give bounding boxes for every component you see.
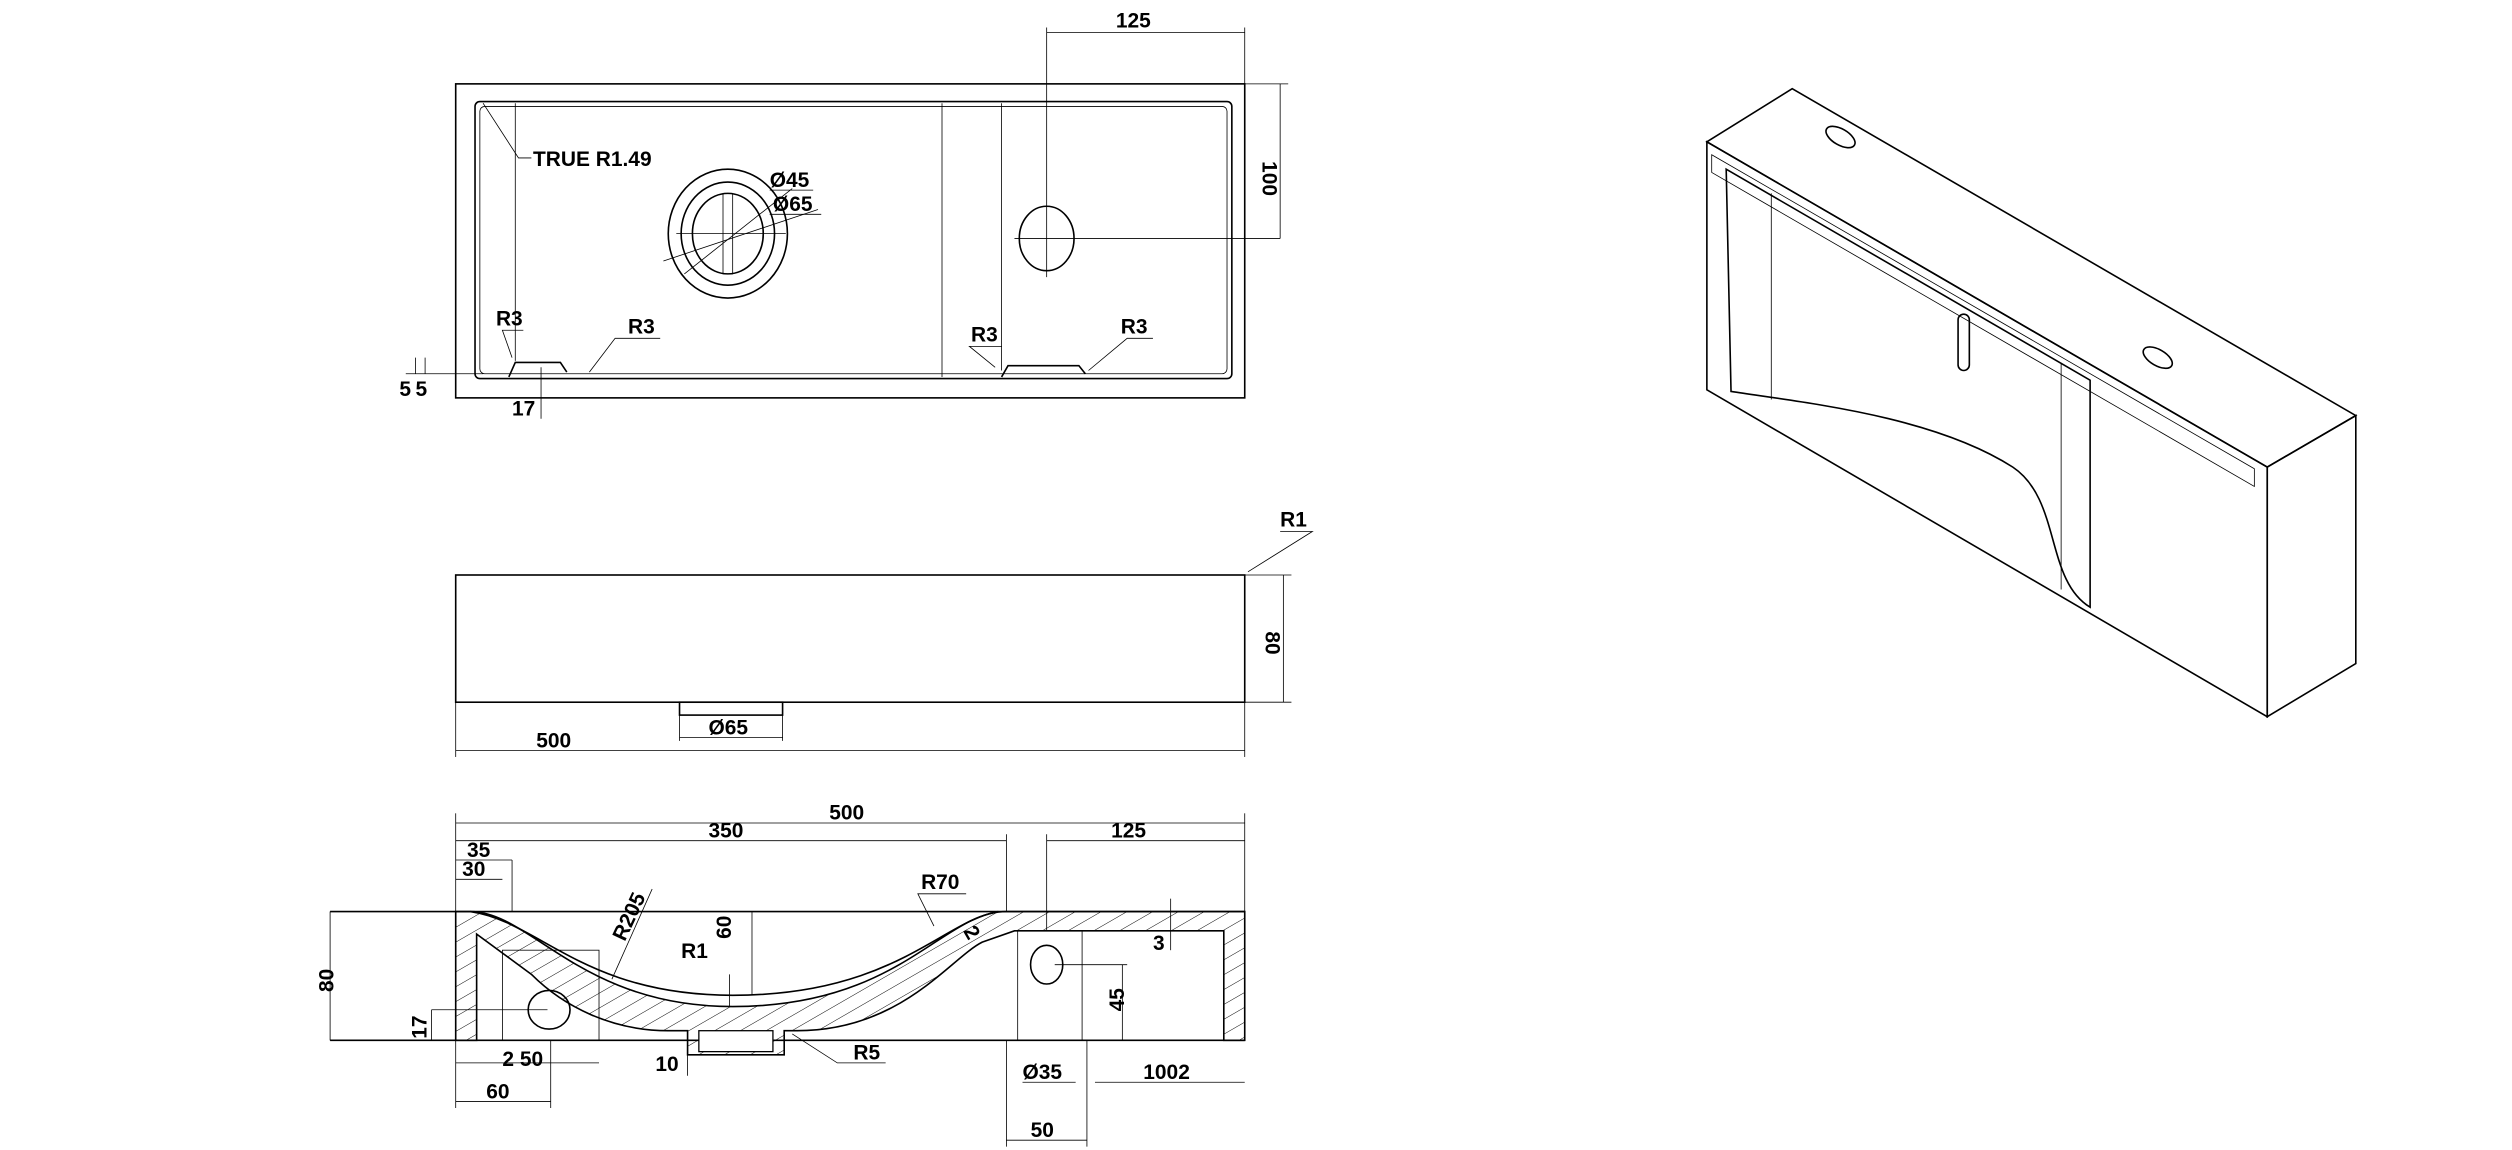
dim-label: 125 [1111, 819, 1146, 842]
radius-label: R3 [1121, 315, 1148, 338]
diameter-label: Ø45 [770, 169, 810, 192]
dim-label: 60 [486, 1080, 509, 1103]
top-view: 125 100 TRUE R1.49 Ø45 Ø65 R3 R3 R3 R3 5… [399, 10, 1289, 421]
dim-label: 500 [536, 729, 571, 752]
dim-label: 100 [1257, 161, 1280, 196]
dim-label: 80 [315, 969, 338, 992]
dim-label: 50 [1031, 1119, 1054, 1142]
radius-label: R1 [681, 940, 708, 963]
faucet-hole [1014, 27, 1281, 278]
diameter-label: Ø65 [773, 193, 813, 216]
side-view: Ø65 500 80 R1 [454, 509, 1314, 757]
dim-label: 35 [467, 839, 491, 862]
radius-label: R3 [628, 315, 655, 338]
dim-label: 5 [399, 378, 411, 401]
dim-label: 60 [713, 916, 736, 939]
diameter-label: Ø65 [709, 716, 749, 739]
dim-label: 30 [462, 858, 485, 881]
radius-label: R205 [608, 889, 650, 944]
dim-label: 17 [512, 398, 535, 421]
dim-label: 45 [1106, 988, 1129, 1012]
drain-hole [663, 168, 819, 299]
radius-label: TRUE R1.49 [533, 148, 652, 171]
dim-label: 80 [1261, 631, 1284, 654]
dim-label: 3 [1153, 932, 1165, 955]
dim-label: 2 50 [502, 1048, 543, 1071]
isometric-view [1705, 87, 2358, 719]
dim-label: 1002 [1143, 1061, 1190, 1084]
diameter-label: Ø35 [1023, 1061, 1063, 1084]
dim-label: 17 [409, 1015, 432, 1038]
dim-label: 500 [829, 802, 864, 825]
radius-label: R3 [496, 307, 523, 330]
radius-label: R3 [971, 324, 998, 347]
radius-label: R1 [1280, 509, 1307, 532]
dim-label: 125 [1116, 10, 1151, 33]
radius-label: R5 [853, 1042, 880, 1065]
dim-label: 350 [709, 819, 744, 842]
radius-label: R70 [921, 871, 959, 894]
dim-label: 5 [415, 378, 427, 401]
dim-label: 10 [655, 1053, 678, 1076]
section-view: 500 350 125 35 30 R205 R70 2 R1 60 3 45 … [315, 802, 1246, 1147]
